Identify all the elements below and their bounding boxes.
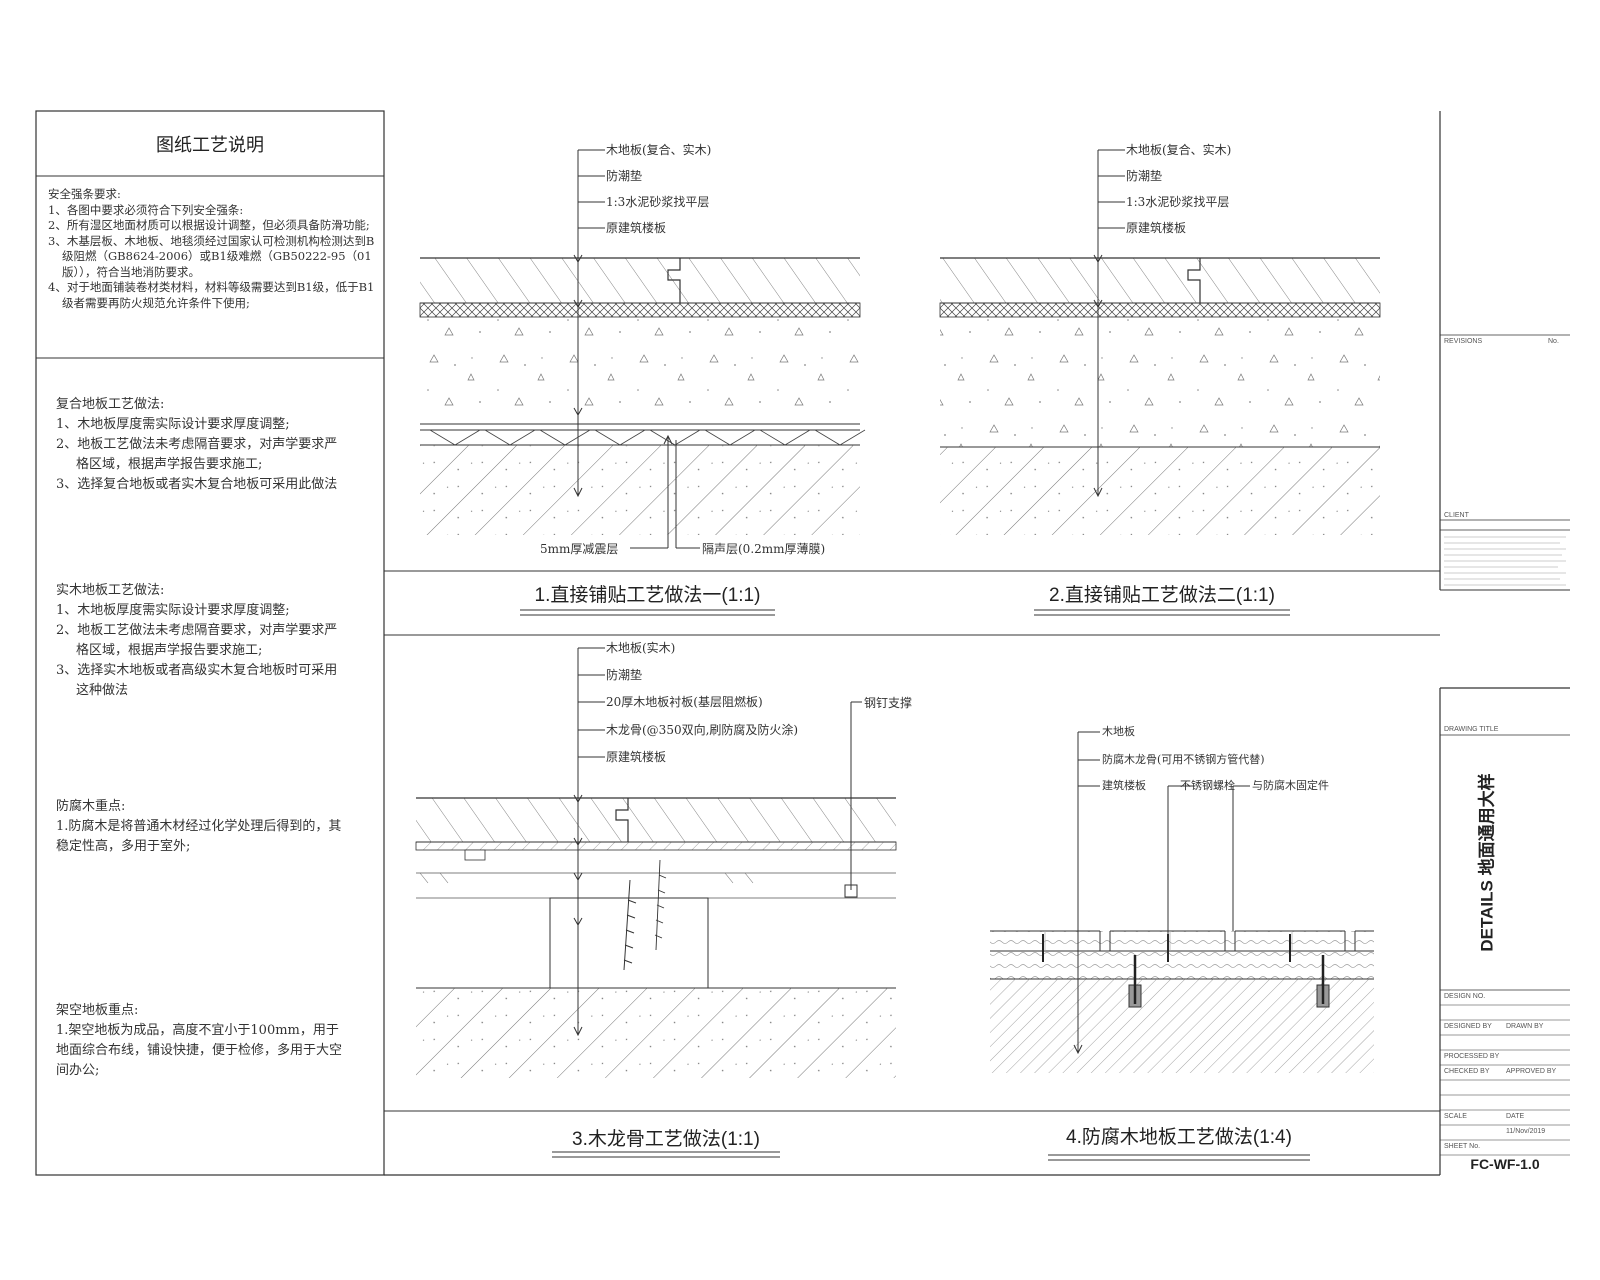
solid-heading: 实木地板工艺做法: <box>56 583 165 598</box>
solid-item: 1、木地板厚度需实际设计要求厚度调整; <box>56 603 290 618</box>
tb-drawn-by: DRAWN BY <box>1506 1023 1544 1030</box>
safety-item: 1、各图中要求必须符合下列安全强条: <box>48 202 244 217</box>
d3-label: 原建筑楼板 <box>606 750 667 764</box>
tb-scale: SCALE <box>1444 1113 1467 1120</box>
notes-panel: 图纸工艺说明 安全强条要求: 1、各图中要求必须符合下列安全强条: 2、所有湿区… <box>36 111 384 1175</box>
tb-drawing-title-label: DRAWING TITLE <box>1444 726 1499 733</box>
d1-label: 木地板(复合、实木) <box>606 143 712 157</box>
d4-label: 防腐木龙骨(可用不锈钢方管代替) <box>1102 753 1265 766</box>
composite-item: 3、选择复合地板或者实木复合地板可采用此做法 <box>56 477 338 492</box>
detail-1-title: 1.直接铺贴工艺做法一(1:1) <box>534 585 761 606</box>
tb-drawing-no: FC-WF-1.0 <box>1470 1156 1540 1172</box>
d3-label: 木龙骨(@350双向,刷防腐及防火涂) <box>606 723 799 737</box>
detail-2-section <box>939 149 1381 535</box>
raised-section: 架空地板重点: 1.架空地板为成品，高度不宜小于100mm，用于地面综合布线，铺… <box>56 1001 346 1081</box>
detail-3-title: 3.木龙骨工艺做法(1:1) <box>572 1129 760 1150</box>
d3-label: 防潮垫 <box>606 668 643 682</box>
d1-bottom-label: 5mm厚减震层 <box>540 542 619 556</box>
d2-label: 原建筑楼板 <box>1126 221 1187 235</box>
composite-item: 2、地板工艺做法未考虑隔音要求，对声学要求严格区域，根据声学报告要求施工; <box>56 437 338 472</box>
d1-label: 防潮垫 <box>606 169 643 183</box>
d2-label: 1:3水泥砂浆找平层 <box>1126 195 1230 209</box>
detail-1-section <box>419 149 866 549</box>
tb-checked-by: CHECKED BY <box>1444 1068 1490 1075</box>
detail-4-section <box>990 731 1374 1073</box>
safety-heading: 安全强条要求: <box>48 187 121 201</box>
raised-heading: 架空地板重点: <box>56 1003 139 1018</box>
d1-label: 原建筑楼板 <box>606 221 667 235</box>
d2-label: 木地板(复合、实木) <box>1126 143 1232 157</box>
detail-2-title: 2.直接铺贴工艺做法二(1:1) <box>1049 585 1275 606</box>
preserved-heading: 防腐木重点: <box>56 799 126 814</box>
tb-approved-by: APPROVED BY <box>1506 1068 1557 1075</box>
tb-rev-no: No. <box>1548 338 1559 345</box>
composite-section: 复合地板工艺做法: 1、木地板厚度需实际设计要求厚度调整; 2、地板工艺做法未考… <box>56 395 338 495</box>
solid-item: 3、选择实木地板或者高级实木复合地板时可采用这种做法 <box>56 663 338 698</box>
d1-label: 1:3水泥砂浆找平层 <box>606 195 710 209</box>
solid-item: 2、地板工艺做法未考虑隔音要求，对声学要求严格区域，根据声学报告要求施工; <box>56 623 338 658</box>
d1-bottom-label: 隔声层(0.2mm厚薄膜) <box>702 542 826 556</box>
tb-date: DATE <box>1506 1113 1525 1120</box>
raised-item: 1.架空地板为成品，高度不宜小于100mm，用于地面综合布线，铺设快捷，便于检修… <box>56 1023 343 1078</box>
notes-title: 图纸工艺说明 <box>156 135 264 156</box>
d3-label: 20厚木地板衬板(基层阻燃板) <box>606 695 763 709</box>
tb-revisions: REVISIONS <box>1444 338 1483 345</box>
d4-label: 木地板 <box>1102 725 1135 738</box>
tb-drawing-title: DETAILS 地面通用大样 <box>1477 773 1497 952</box>
tb-processed-by: PROCESSED BY <box>1444 1053 1500 1060</box>
detail-3-section <box>415 647 897 1078</box>
d4-mid-label: 不锈钢螺栓 <box>1180 779 1235 792</box>
notes-panel-frame <box>35 110 385 1176</box>
d4-label: 建筑楼板 <box>1102 779 1146 792</box>
d4-mid-label: 与防腐木固定件 <box>1252 779 1329 792</box>
tb-design-no: DESIGN NO. <box>1444 993 1486 1000</box>
d3-side-label: 钢钉支撑 <box>864 696 913 710</box>
solid-section: 实木地板工艺做法: 1、木地板厚度需实际设计要求厚度调整; 2、地板工艺做法未考… <box>56 581 338 701</box>
d3-label: 木地板(实木) <box>606 641 676 655</box>
detail-4-title: 4.防腐木地板工艺做法(1:4) <box>1066 1127 1292 1148</box>
preserved-section: 防腐木重点: 1.防腐木是将普通木材经过化学处理后得到的，其稳定性高，多用于室外… <box>56 797 346 857</box>
composite-item: 1、木地板厚度需实际设计要求厚度调整; <box>56 417 290 432</box>
safety-item: 3、木基层板、木地板、地毯须经过国家认可检测机构检测达到B级阻燃（GB8624-… <box>48 233 375 279</box>
preserved-item: 1.防腐木是将普通木材经过化学处理后得到的，其稳定性高，多用于室外; <box>56 819 342 854</box>
tb-designed-by: DESIGNED BY <box>1444 1023 1492 1030</box>
tb-sheet-no: SHEET No. <box>1444 1143 1481 1150</box>
tb-date-value: 11/Nov/2019 <box>1506 1128 1546 1135</box>
safety-item: 4、对于地面铺装卷材类材料，材料等级需要达到B1级，低于B1级者需要再防火规范允… <box>48 280 375 310</box>
safety-item: 2、所有湿区地面材质可以根据设计调整，但必须具备防滑功能; <box>48 218 370 232</box>
composite-heading: 复合地板工艺做法: <box>56 397 165 412</box>
safety-section: 安全强条要求: 1、各图中要求必须符合下列安全强条: 2、所有湿区地面材质可以根… <box>48 187 376 311</box>
tb-client: CLIENT <box>1444 512 1469 519</box>
d2-label: 防潮垫 <box>1126 169 1163 183</box>
title-block <box>1439 111 1570 1175</box>
